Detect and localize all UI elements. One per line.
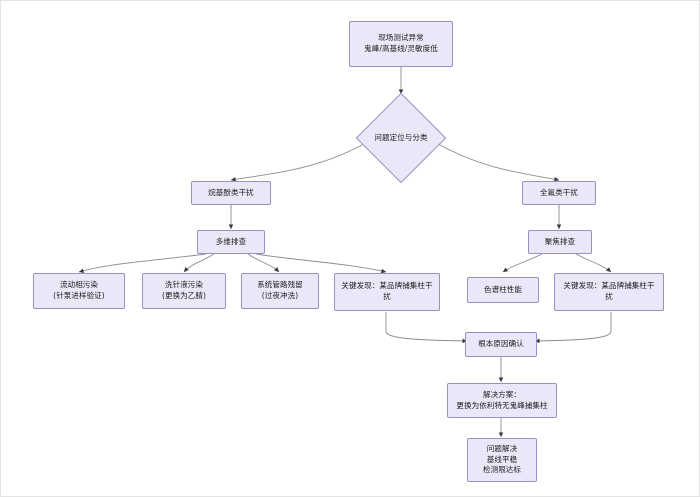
node-outcome[interactable]: 问题解决 基线平稳 检测限达标	[467, 438, 537, 482]
node-problem-symptom[interactable]: 现场测试异常 鬼峰/高基线/灵敏度低	[349, 21, 453, 67]
edge-key-finding-left-to-root-cause	[385, 312, 468, 344]
node-screen-focused[interactable]: 聚焦排查	[528, 230, 592, 254]
edge-classification-to-alkylphenol	[230, 140, 370, 182]
edge-focused-to-column-perf	[502, 253, 543, 273]
edge-multidim-to-key-finding-left	[255, 253, 387, 274]
edge-classification-to-perfluoro	[432, 140, 560, 182]
node-root-cause[interactable]: 根本原因确认	[465, 332, 537, 357]
node-key-finding-right[interactable]: 关键发现：某品牌捕集柱干 扰	[554, 273, 664, 311]
node-cause-system-residue[interactable]: 系统管路残留 (过夜冲洗)	[241, 273, 319, 309]
edge-multidim-to-mobile-phase	[78, 253, 207, 273]
node-branch-alkylphenol[interactable]: 烷基酚类干扰	[191, 181, 271, 205]
edge-key-finding-right-to-root-cause	[534, 312, 612, 344]
edge-multidim-to-system-residue	[247, 253, 280, 273]
node-solution[interactable]: 解决方案： 更换为依利特无鬼峰捕集柱	[447, 383, 557, 418]
node-classification-label: 问题定位与分类	[374, 132, 428, 142]
node-cause-wash-solvent[interactable]: 洗针液污染 (更换为乙腈)	[142, 273, 226, 309]
node-screen-multidim[interactable]: 多维排查	[197, 230, 265, 254]
node-cause-column-perf[interactable]: 色谱柱性能	[467, 277, 539, 303]
edge-focused-to-key-finding-right	[575, 253, 612, 273]
node-key-finding-left[interactable]: 关键发现：某品牌捕集柱干 扰	[334, 273, 440, 311]
node-classification[interactable]: 问题定位与分类	[355, 92, 447, 184]
edge-multidim-to-wash-solvent	[183, 253, 215, 273]
node-branch-perfluoro[interactable]: 全氟类干扰	[522, 181, 596, 205]
node-cause-mobile-phase[interactable]: 流动相污染 (针泵进样验证)	[33, 273, 125, 309]
